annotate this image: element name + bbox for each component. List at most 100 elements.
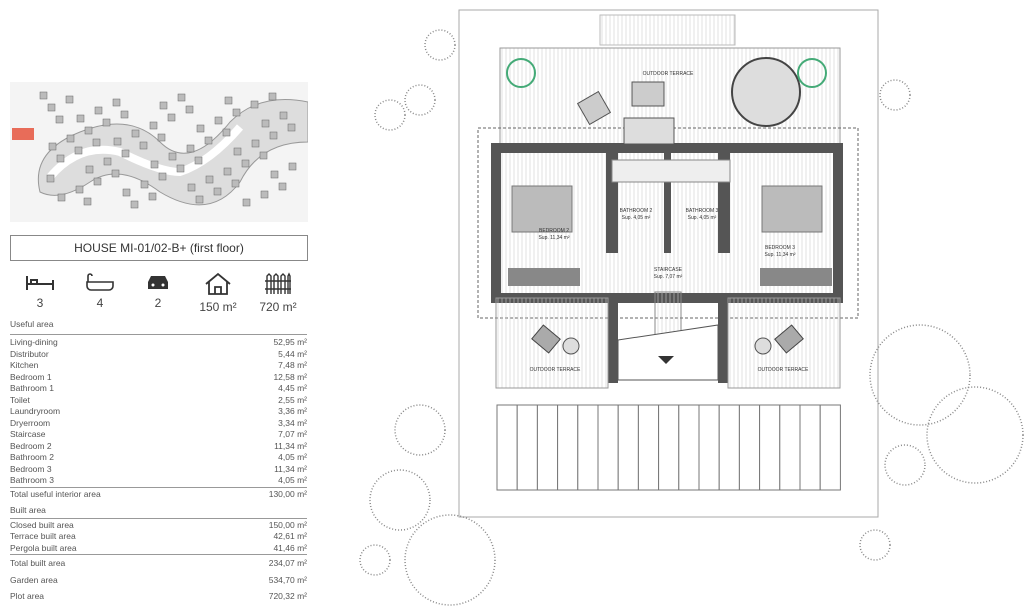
lot[interactable]	[131, 129, 140, 138]
lot[interactable]	[48, 142, 57, 151]
lot[interactable]	[279, 111, 288, 120]
lot[interactable]	[288, 162, 297, 171]
lot[interactable]	[113, 137, 122, 146]
lot[interactable]	[93, 177, 102, 186]
lot[interactable]	[157, 133, 166, 142]
lot[interactable]	[84, 126, 93, 135]
lot[interactable]	[112, 98, 121, 107]
lot[interactable]	[187, 183, 196, 192]
lot[interactable]	[55, 115, 64, 124]
lot[interactable]	[56, 154, 65, 163]
lot[interactable]	[75, 185, 84, 194]
svg-text:Sup. 4,05 m²: Sup. 4,05 m²	[688, 215, 717, 221]
lot[interactable]	[186, 144, 195, 153]
lot[interactable]	[222, 128, 231, 137]
plot-boundary	[458, 9, 879, 518]
lot[interactable]	[231, 179, 240, 188]
lot[interactable]	[148, 192, 157, 201]
car-icon	[148, 276, 168, 289]
lot[interactable]	[122, 188, 131, 197]
lot[interactable]	[121, 149, 130, 158]
lot[interactable]	[261, 119, 270, 128]
lot[interactable]	[76, 114, 85, 123]
area-name: Staircase	[10, 429, 46, 439]
lot[interactable]	[140, 180, 149, 189]
lot[interactable]	[139, 141, 148, 150]
lot[interactable]	[94, 106, 103, 115]
lot[interactable]	[176, 164, 185, 173]
lot[interactable]	[102, 118, 111, 127]
area-name: Pergola built area	[10, 542, 77, 553]
lot[interactable]	[213, 187, 222, 196]
lot[interactable]	[57, 193, 66, 202]
lot[interactable]	[242, 198, 251, 207]
lot[interactable]	[278, 182, 287, 191]
lot[interactable]	[158, 172, 167, 181]
area-name: Laundryroom	[10, 406, 61, 416]
lot[interactable]	[65, 95, 74, 104]
feature-bathrooms: 4	[70, 272, 130, 310]
lot[interactable]	[268, 92, 277, 101]
svg-text:Sup. 7,07 m²: Sup. 7,07 m²	[654, 274, 683, 280]
lot[interactable]	[130, 200, 139, 209]
lot[interactable]	[39, 91, 48, 100]
lot[interactable]	[83, 197, 92, 206]
lot[interactable]	[47, 103, 56, 112]
lot[interactable]	[232, 108, 241, 117]
lot[interactable]	[260, 190, 269, 199]
lot[interactable]	[233, 147, 242, 156]
lot[interactable]	[205, 175, 214, 184]
lot[interactable]	[177, 93, 186, 102]
feature-plot-area: 720 m²	[248, 272, 308, 314]
lot[interactable]	[250, 100, 259, 109]
lot[interactable]	[196, 124, 205, 133]
lot[interactable]	[214, 116, 223, 125]
lot[interactable]	[269, 131, 278, 140]
lot[interactable]	[103, 157, 112, 166]
lot[interactable]	[74, 146, 83, 155]
lot[interactable]	[149, 121, 158, 130]
lot[interactable]	[46, 174, 55, 183]
pergola-slat	[759, 404, 781, 491]
pergola-slat	[658, 404, 680, 491]
lot[interactable]	[167, 113, 176, 122]
stairs-top	[599, 14, 736, 46]
lot[interactable]	[241, 159, 250, 168]
lot[interactable]	[92, 138, 101, 147]
lot[interactable]	[204, 136, 213, 145]
divider	[10, 518, 307, 519]
selected-lot-highlight	[12, 128, 34, 140]
lot[interactable]	[259, 151, 268, 160]
lot[interactable]	[120, 110, 129, 119]
fence-icon	[265, 272, 291, 294]
area-name: Living-dining	[10, 337, 58, 347]
lot[interactable]	[85, 165, 94, 174]
area-name: Closed built area	[10, 520, 74, 530]
lot[interactable]	[66, 134, 75, 143]
pergola-slat	[779, 404, 801, 491]
lot[interactable]	[223, 167, 232, 176]
lot[interactable]	[194, 156, 203, 165]
lot[interactable]	[168, 152, 177, 161]
lot[interactable]	[195, 195, 204, 204]
lot[interactable]	[270, 170, 279, 179]
lot[interactable]	[159, 101, 168, 110]
feature-parking: 2	[128, 272, 188, 310]
area-name: Terrace built area	[10, 531, 76, 542]
lot[interactable]	[111, 169, 120, 178]
site-map[interactable]	[10, 82, 308, 222]
lot[interactable]	[224, 96, 233, 105]
lot[interactable]	[251, 139, 260, 148]
lot[interactable]	[287, 123, 296, 132]
area-name: Bedroom 2	[10, 440, 52, 451]
lot[interactable]	[185, 105, 194, 114]
lot[interactable]	[150, 160, 159, 169]
